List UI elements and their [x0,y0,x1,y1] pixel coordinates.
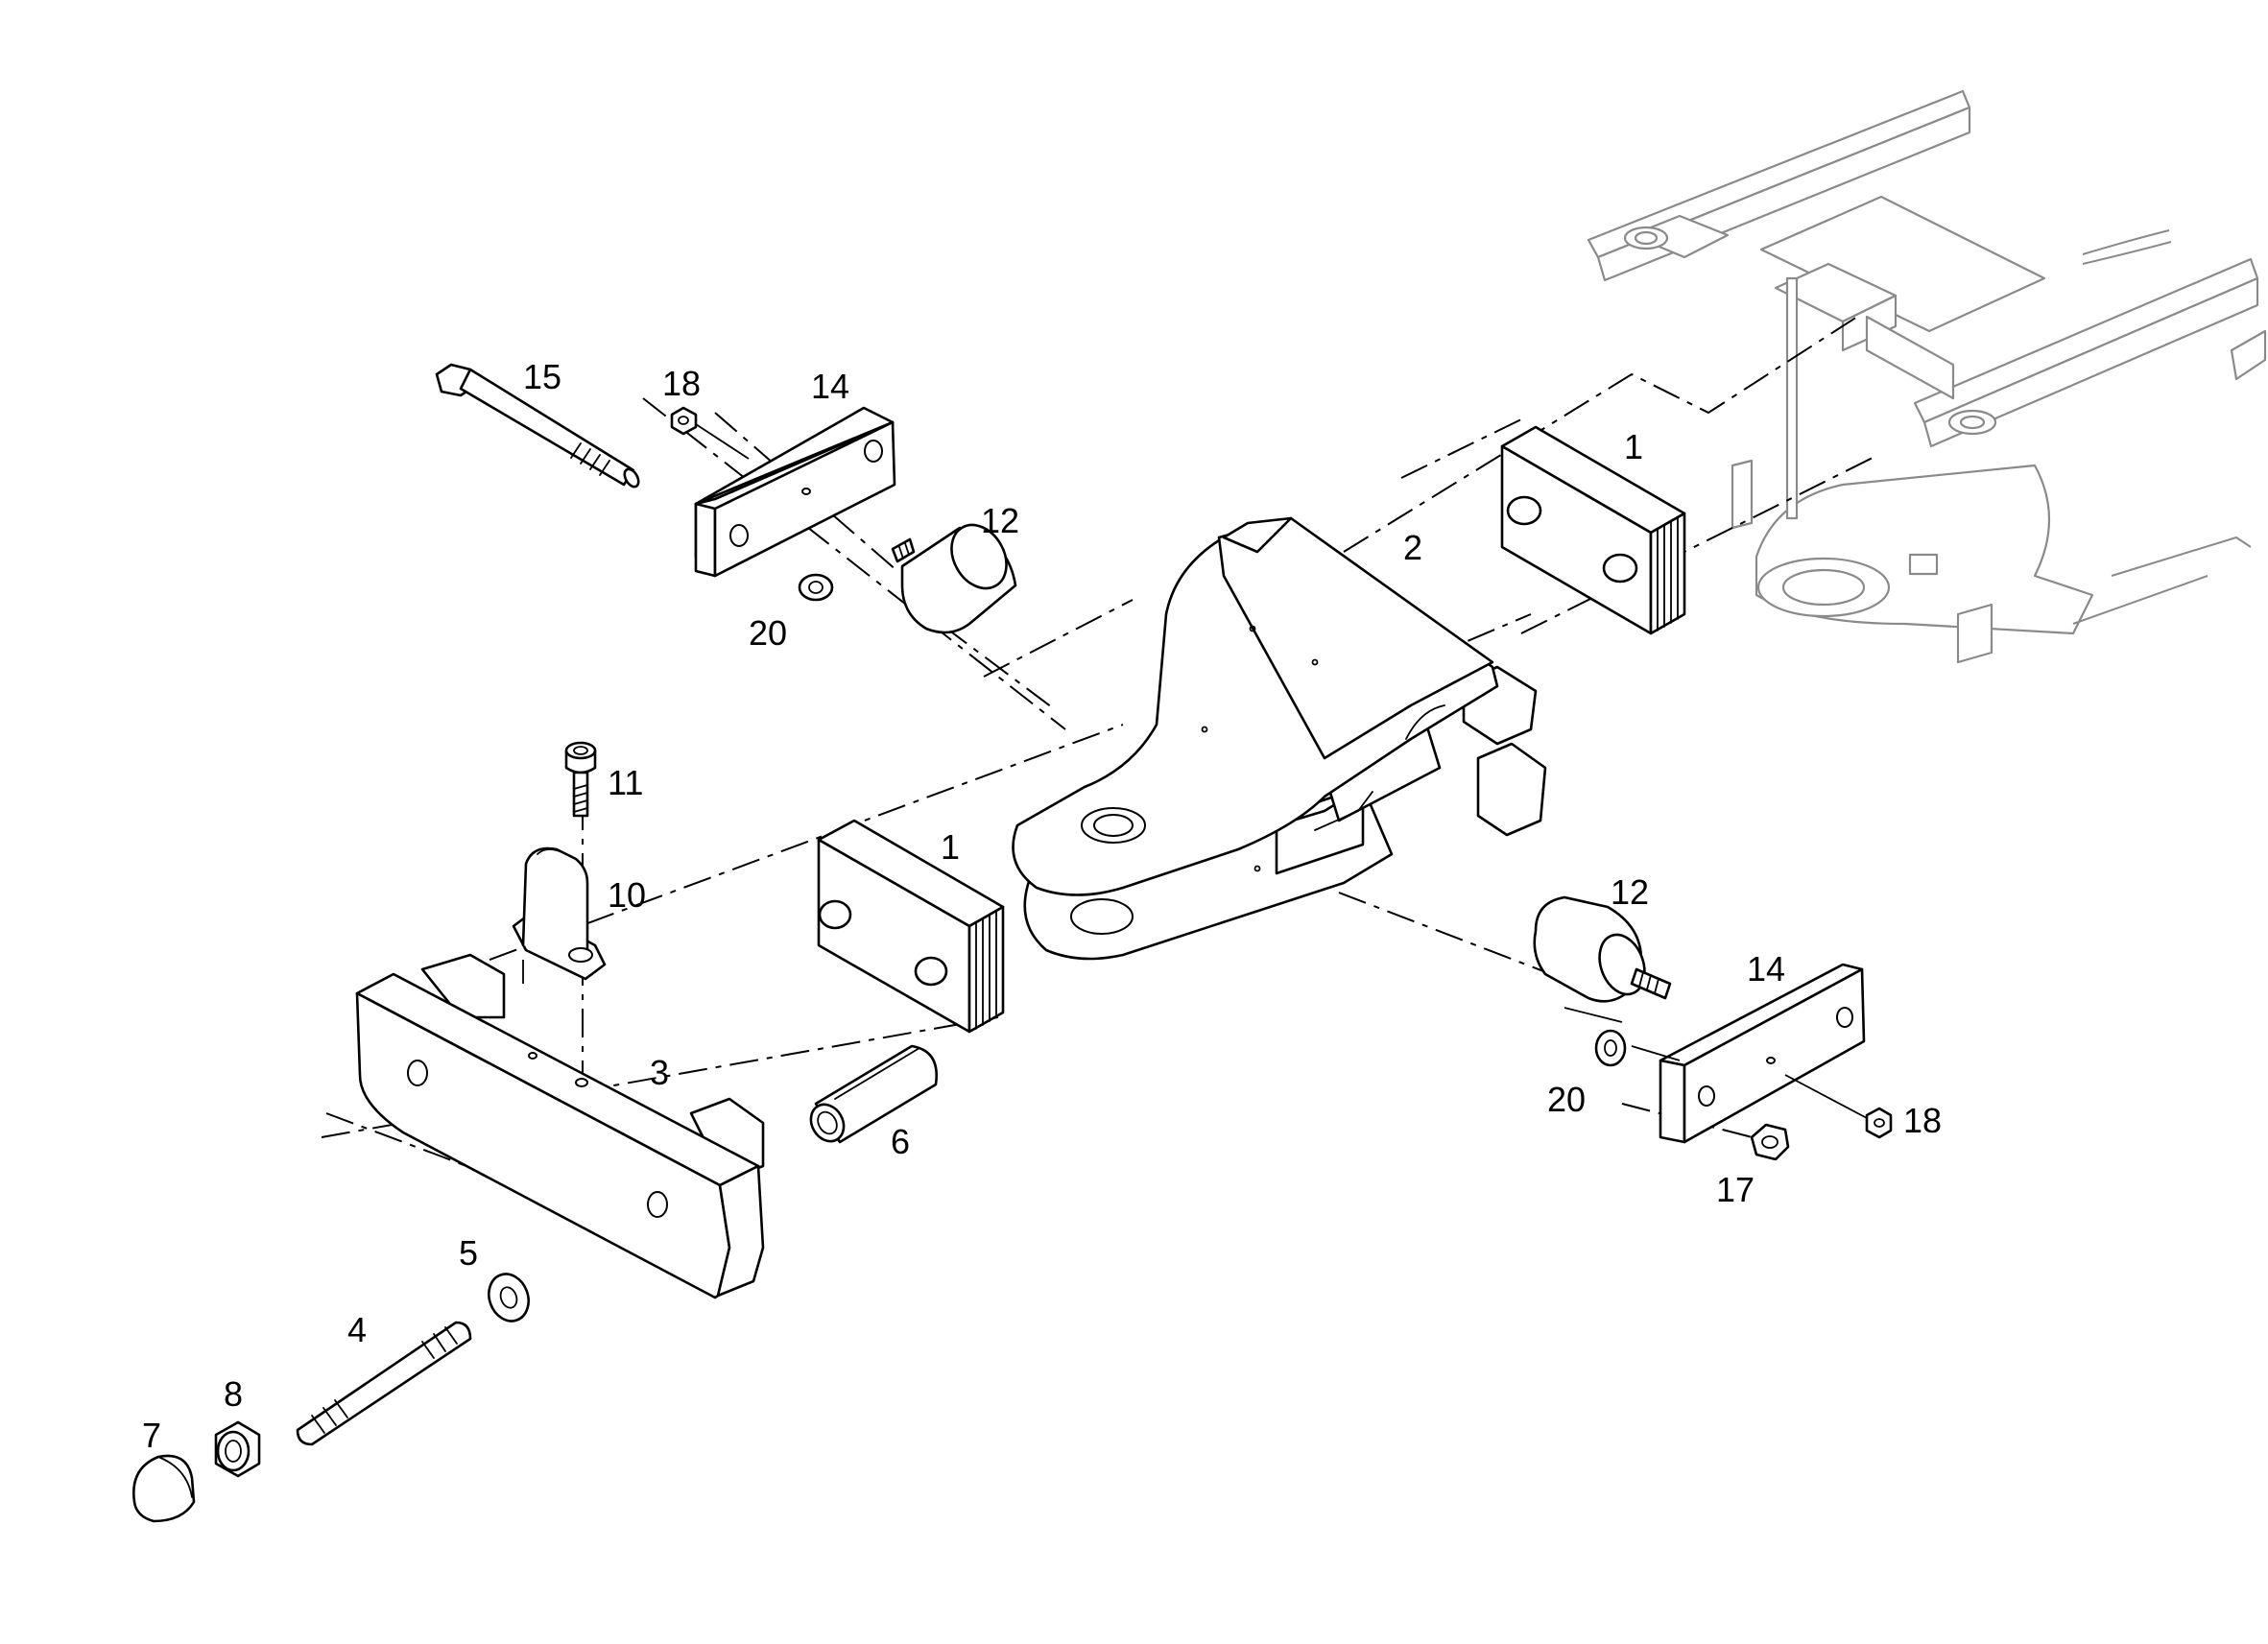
callout-15: 15 [523,357,561,396]
rubber-buffer-part-12-upper [891,523,1017,634]
bushing-part-6 [809,1044,939,1144]
callout-8: 8 [224,1374,243,1414]
callout-20-upper: 20 [749,613,787,653]
callout-14-lower: 14 [1747,949,1785,989]
callout-14-upper: 14 [811,367,849,406]
callout-12-lower: 12 [1611,872,1649,912]
bracket-part-10 [512,846,607,981]
nut-part-17 [1750,1123,1790,1161]
swing-bracket-part-2 [1012,516,1547,961]
callout-5: 5 [459,1233,478,1273]
washer-part-5 [488,1273,530,1322]
callout-18-lower: 18 [1903,1101,1942,1140]
callout-1-lower: 1 [941,827,960,867]
washer-part-20-upper [798,573,834,602]
callout-11: 11 [608,763,643,802]
nut-part-8 [214,1420,261,1478]
cap-nut-part-7 [131,1454,196,1523]
cap-screw-part-11 [564,741,597,818]
nut-part-18-lower [1865,1107,1893,1139]
rubber-buffer-part-12-lower [1533,895,1672,1003]
callout-18-upper: 18 [662,364,701,403]
callout-17: 17 [1716,1170,1755,1209]
callout-1-upper: 1 [1624,427,1643,466]
callout-6: 6 [891,1122,910,1161]
shim-pack-part-1-upper [1500,425,1686,635]
stud-part-4 [296,1321,472,1446]
machine-frame-background [1587,89,2267,664]
long-bolt-part-15 [435,363,640,488]
callout-7: 7 [142,1416,161,1455]
callout-2: 2 [1403,528,1422,567]
plate-part-14-upper [694,406,896,578]
plate-part-14-lower [1659,963,1866,1144]
shim-pack-part-1-lower [817,819,1005,1034]
leader-lines [522,960,1868,1119]
callout-12-upper: 12 [981,501,1019,540]
callout-20-lower: 20 [1547,1080,1586,1119]
washer-part-20-lower [1594,1029,1627,1067]
callout-labels: 15 18 14 12 20 1 2 11 10 1 3 6 5 4 8 7 1… [142,357,1942,1455]
bar-part-3 [355,953,765,1299]
nut-part-18-upper [670,406,750,460]
callout-3: 3 [650,1053,669,1092]
callout-4: 4 [347,1310,367,1349]
callout-10: 10 [608,875,646,915]
